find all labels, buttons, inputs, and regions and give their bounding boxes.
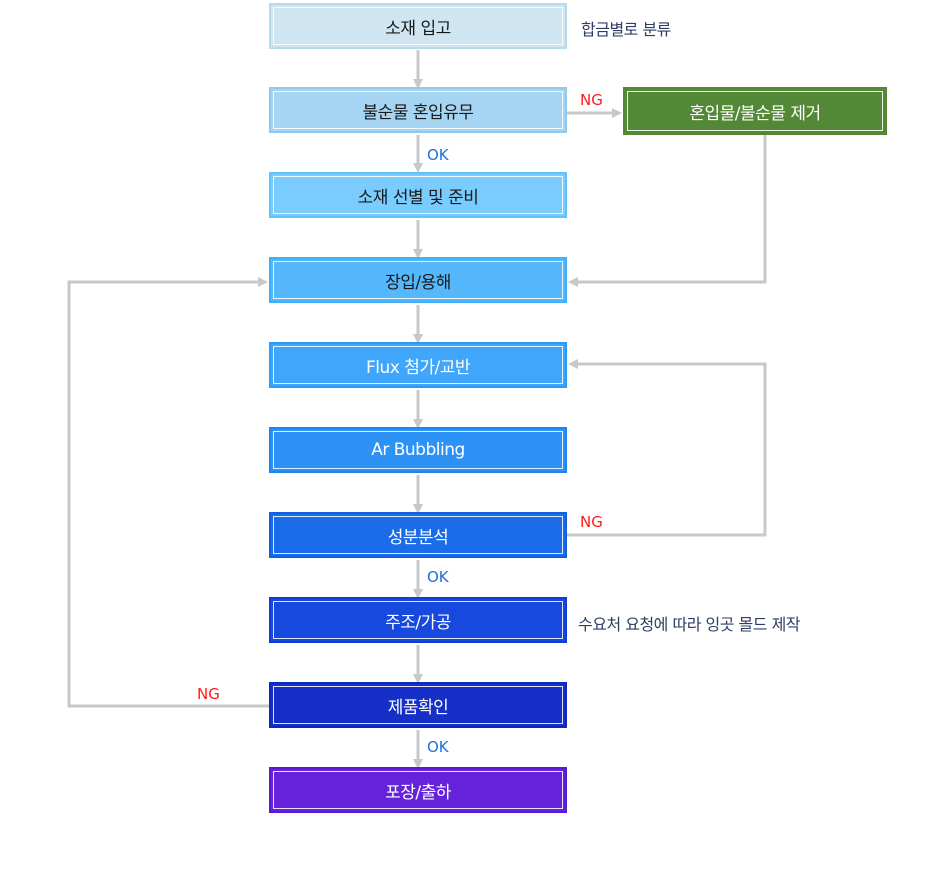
impurity-removal-box: 혼입물/불순물 제거	[623, 87, 887, 135]
impurity-removal-label: 혼입물/불순물 제거	[689, 103, 821, 124]
arrow-analysis-ng-to-flux	[567, 359, 767, 537]
step-casting-processing-label: 주조/가공	[385, 612, 451, 633]
arrow-inspection-ng-to-melting	[67, 277, 269, 708]
step-material-intake: 소재 입고	[269, 3, 567, 49]
ok-label-impurity: OK	[427, 146, 449, 164]
step-composition-analysis-label: 성분분석	[387, 527, 449, 548]
step-flux-stirring: Flux 첨가/교반	[269, 342, 567, 388]
step-composition-analysis: 성분분석	[269, 512, 567, 558]
ng-label-product: NG	[197, 685, 220, 703]
step-flux-stirring-label: Flux 첨가/교반	[365, 357, 471, 378]
step-product-inspection: 제품확인	[269, 682, 567, 728]
step-casting-processing: 주조/가공	[269, 597, 567, 643]
casting-note: 수요처 요청에 따라 잉곳 몰드 제작	[578, 615, 801, 634]
step-impurity-check: 불순물 혼입유무	[269, 87, 567, 133]
step-charging-melting-label: 장입/용해	[385, 272, 451, 293]
step-ar-bubbling-label: Ar Bubbling	[371, 440, 465, 460]
ok-label-product: OK	[427, 738, 449, 756]
intake-note: 합금별로 분류	[581, 20, 671, 39]
ng-label-analysis: NG	[580, 513, 603, 531]
step-packing-shipping-label: 포장/출하	[385, 782, 451, 803]
step-packing-shipping: 포장/출하	[269, 767, 567, 813]
ok-label-analysis: OK	[427, 568, 449, 586]
step-product-inspection-label: 제품확인	[387, 697, 449, 718]
step-ar-bubbling: Ar Bubbling	[269, 427, 567, 473]
step-material-sorting-label: 소재 선별 및 준비	[357, 187, 479, 208]
ng-label-impurity: NG	[580, 91, 603, 109]
step-material-sorting: 소재 선별 및 준비	[269, 172, 567, 218]
step-impurity-check-label: 불순물 혼입유무	[362, 102, 474, 123]
step-charging-melting: 장입/용해	[269, 257, 567, 303]
step-material-intake-label: 소재 입고	[385, 18, 451, 39]
arrow-removal-to-melting	[568, 135, 767, 287]
